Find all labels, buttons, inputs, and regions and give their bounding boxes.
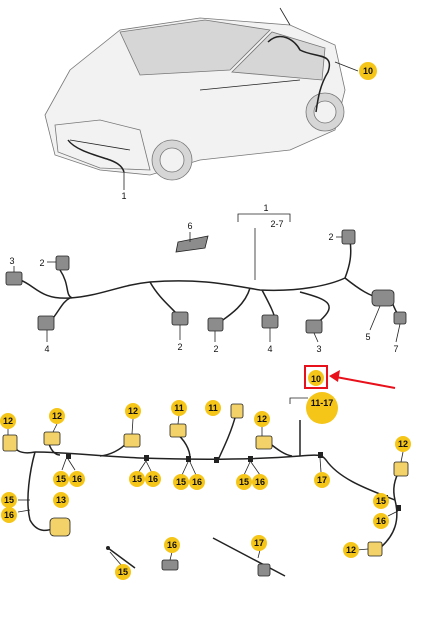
callout-16e: 16 <box>4 510 14 520</box>
label-2b: 2 <box>328 232 333 242</box>
bottom-callouts <box>0 400 411 580</box>
callout-12c: 12 <box>128 406 138 416</box>
callout-16g: 16 <box>167 540 177 550</box>
callout-15d: 15 <box>239 477 249 487</box>
callout-10-bottom-label: 10 <box>311 374 321 384</box>
callout-16b: 16 <box>148 474 158 484</box>
bottom-callout-labels: 12 12 12 11 11 12 12 12 15 16 15 16 15 1… <box>3 403 408 577</box>
callout-15e: 15 <box>4 495 14 505</box>
callout-16c: 16 <box>192 477 202 487</box>
callout-13: 13 <box>56 495 66 505</box>
callout-15f: 15 <box>376 496 386 506</box>
label-1-top: 1 <box>121 191 126 201</box>
callout-10-top: 10 <box>359 62 377 80</box>
label-2d: 2 <box>213 344 218 354</box>
middle-harness <box>5 213 407 343</box>
callout-15a: 15 <box>56 474 66 484</box>
callout-15g: 15 <box>118 567 128 577</box>
bottom-harness <box>2 403 409 577</box>
label-6: 6 <box>187 221 192 231</box>
range-11-17: 11-17 <box>289 392 338 424</box>
callout-15b: 15 <box>132 474 142 484</box>
callout-16d: 16 <box>255 477 265 487</box>
callout-16f: 16 <box>376 516 386 526</box>
highlight-arrow-line <box>335 376 396 389</box>
callout-16a: 16 <box>72 474 82 484</box>
callout-10-top-label: 10 <box>363 66 373 76</box>
label-5: 5 <box>365 332 370 342</box>
label-2a: 2 <box>39 258 44 268</box>
label-4a: 4 <box>44 344 49 354</box>
car-illustration <box>44 7 359 190</box>
callout-15c: 15 <box>176 477 186 487</box>
callout-12e: 12 <box>398 439 408 449</box>
label-1-middle: 1 <box>263 203 268 213</box>
range-11-17-label: 11-17 <box>311 398 334 408</box>
callout-12d: 12 <box>257 414 267 424</box>
callout-17b: 17 <box>254 538 264 548</box>
callout-12a: 12 <box>3 416 13 426</box>
label-2c: 2 <box>177 342 182 352</box>
callout-10-highlighted: 10 <box>304 365 396 389</box>
highlight-arrow-head <box>329 370 340 382</box>
label-4b: 4 <box>267 344 272 354</box>
callout-12b: 12 <box>52 411 62 421</box>
label-3a: 3 <box>9 256 14 266</box>
callout-11a: 11 <box>174 403 184 413</box>
label-7: 7 <box>393 344 398 354</box>
range-2-7: 2-7 <box>270 219 283 229</box>
callout-17a: 17 <box>317 475 327 485</box>
label-3b: 3 <box>316 344 321 354</box>
callout-11b: 11 <box>208 403 218 413</box>
callout-12f: 12 <box>346 545 356 555</box>
